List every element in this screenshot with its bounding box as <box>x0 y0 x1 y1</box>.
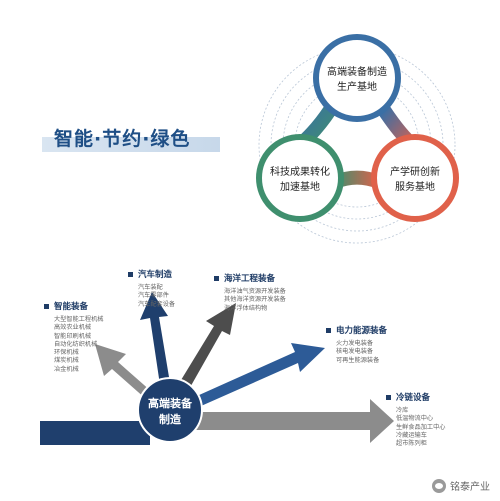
category-item: 冷库 <box>396 407 409 414</box>
circle-top <box>313 34 401 122</box>
category-item: 汽车配套设备 <box>138 300 176 308</box>
category-item: 高效农业机械 <box>54 324 92 332</box>
watermark-text: 铭泰产业 <box>450 482 490 493</box>
heading-underline <box>42 137 220 152</box>
hub-line2: 制造 <box>159 412 182 426</box>
bullet-square <box>326 327 331 333</box>
hub-line1: 高端装备 <box>148 396 193 410</box>
circle-top-line2: 生产基地 <box>337 80 377 93</box>
category-item: 低温物流中心 <box>396 415 434 423</box>
bullet-square <box>214 275 219 281</box>
category-item: 汽车零部件 <box>138 292 169 300</box>
category-auto: 汽车制造 汽车装配 汽车零部件 汽车配套设备 <box>128 268 175 309</box>
category-item: 核电发电装备 <box>336 348 374 356</box>
arrow-marine <box>178 303 236 391</box>
category-item: 冶金机械 <box>54 365 79 373</box>
base-ribbon <box>40 421 150 445</box>
circle-right-line1: 产学研创新 <box>390 165 440 178</box>
category-item: 其他海洋资源开发装备 <box>224 296 286 304</box>
bullet-square <box>44 303 49 309</box>
category-item: 自动化纺织机械 <box>54 340 98 348</box>
category-item: 冷藏运输车 <box>396 431 427 439</box>
category-item: 火力发电装备 <box>336 340 374 347</box>
arrow-smart-equipment <box>95 344 152 399</box>
hub-circle <box>137 377 203 443</box>
category-title: 电力能源装备 <box>336 326 388 336</box>
circle-left-line2: 加速基地 <box>280 180 320 193</box>
circle-right-line2: 服务基地 <box>395 180 435 193</box>
bullet-square <box>386 394 391 400</box>
category-title: 汽车制造 <box>138 270 173 280</box>
arrow-auto <box>140 292 170 385</box>
category-item: 海洋油气资源开发装备 <box>224 288 286 295</box>
category-marine: 海洋工程装备 海洋油气资源开发装备 其他海洋资源开发装备 海洋浮体结构物 <box>214 272 286 313</box>
category-item: 超市陈列柜 <box>396 440 427 448</box>
category-item: 大型智能工程机械 <box>54 316 104 323</box>
category-power: 电力能源装备 火力发电装备 核电发电装备 可再生能源装备 <box>326 324 387 365</box>
category-item: 可再生能源装备 <box>336 356 380 364</box>
circle-left-line1: 科技成果转化 <box>270 165 330 178</box>
category-title: 冷链设备 <box>396 393 431 403</box>
arrow-power <box>188 343 325 410</box>
category-item: 煤炭机械 <box>54 357 79 365</box>
category-title: 智能装备 <box>54 302 89 312</box>
circle-top-line1: 高端装备制造 <box>327 65 387 78</box>
category-item: 生鲜食品加工中心 <box>396 423 446 431</box>
bullet-square <box>128 271 133 277</box>
triad-diagram: 高端装备制造 生产基地 科技成果转化 加速基地 产学研创新 服务基地 <box>256 34 459 244</box>
category-title: 海洋工程装备 <box>224 274 276 284</box>
circle-left <box>256 134 344 222</box>
watermark: 铭泰产业 <box>432 478 490 493</box>
wechat-icon <box>432 478 446 493</box>
heading-title: 智能·节约·绿色 <box>54 128 191 150</box>
category-cold-chain: 冷链设备 冷库 低温物流中心 生鲜食品加工中心 冷藏运输车 超市陈列柜 <box>386 391 446 448</box>
category-smart-equipment: 智能装备 大型智能工程机械 高效农业机械 智能印刷机械 自动化纺织机械 环保机械… <box>44 300 104 374</box>
category-item: 海洋浮体结构物 <box>224 304 268 312</box>
heading-banner: 智能·节约·绿色 <box>42 124 220 154</box>
category-item: 环保机械 <box>54 349 79 357</box>
category-item: 智能印刷机械 <box>54 332 92 340</box>
category-item: 汽车装配 <box>138 284 163 291</box>
circle-right <box>371 134 459 222</box>
arrow-cold-chain <box>175 399 394 443</box>
